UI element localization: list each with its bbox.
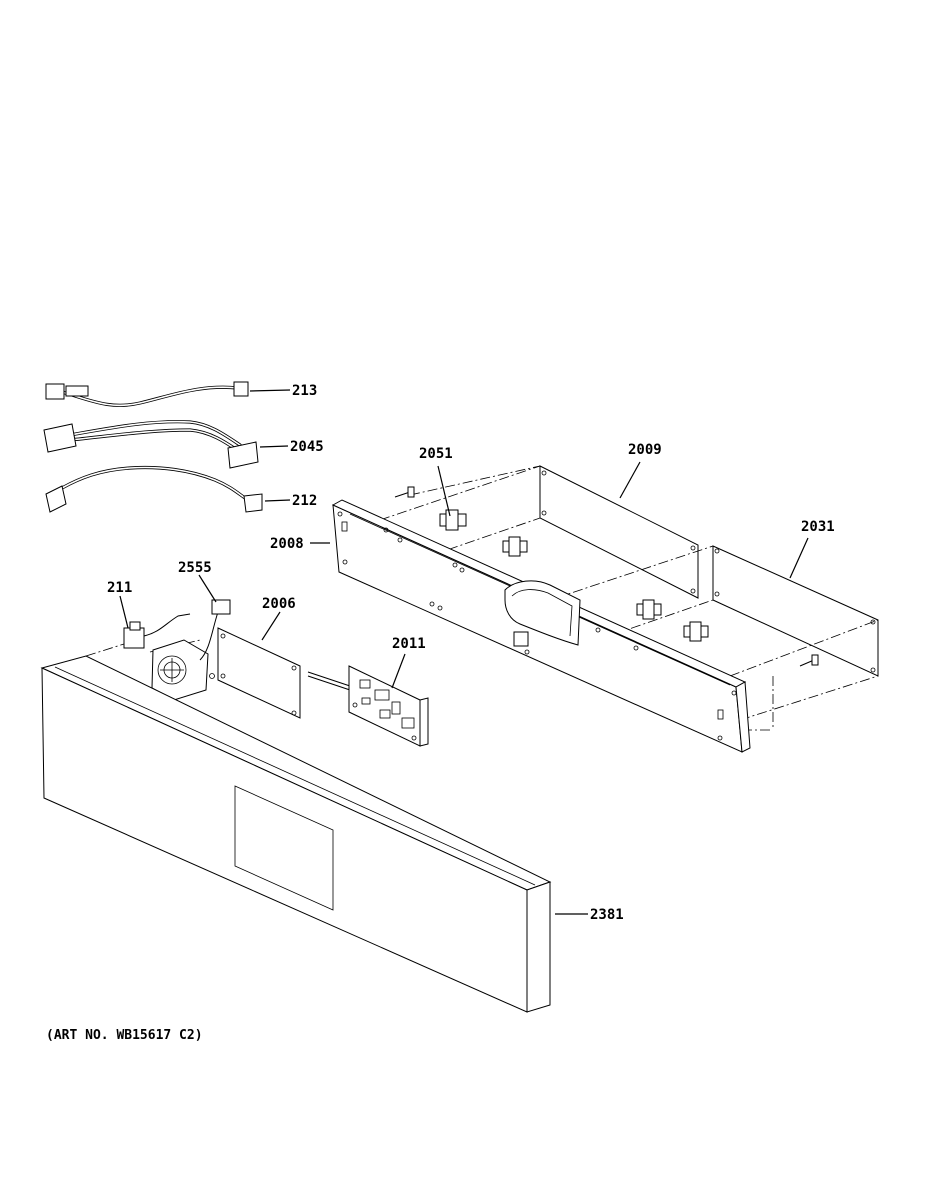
callout-2555: 2555 (178, 560, 212, 576)
switch-2051-d[interactable] (683, 621, 709, 642)
leader-lines (119, 389, 809, 915)
switch-2051-a[interactable] (439, 509, 467, 531)
callout-213: 213 (292, 383, 317, 399)
control-board-2011[interactable] (307, 665, 429, 747)
wire-harness-213[interactable] (45, 381, 249, 407)
callout-2006: 2006 (262, 596, 296, 612)
callout-2008: 2008 (270, 536, 304, 552)
speaker-assembly-2555[interactable] (151, 599, 231, 701)
screw-top[interactable] (394, 486, 415, 498)
control-panel-bracket-2008[interactable] (331, 499, 751, 753)
callout-2009: 2009 (628, 442, 662, 458)
callout-212: 212 (292, 493, 317, 509)
rear-panel-2009[interactable] (539, 465, 699, 599)
callout-2381: 2381 (590, 907, 624, 923)
switch-2051-b[interactable] (502, 536, 528, 557)
control-panel-front-2381[interactable] (40, 655, 552, 1013)
connector-211[interactable] (123, 613, 191, 649)
cover-plate-2006[interactable] (217, 627, 301, 719)
callout-2051: 2051 (419, 446, 453, 462)
screw-bottom[interactable] (799, 654, 819, 667)
callout-2011: 2011 (392, 636, 426, 652)
callout-2031: 2031 (801, 519, 835, 535)
wire-harness-212[interactable] (45, 465, 263, 513)
callout-211: 211 (107, 580, 132, 596)
art-number: (ART NO. WB15617 C2) (46, 1028, 203, 1043)
callout-2045: 2045 (290, 439, 324, 455)
switch-2051-c[interactable] (636, 599, 662, 620)
wire-harness-2045[interactable] (43, 420, 259, 469)
